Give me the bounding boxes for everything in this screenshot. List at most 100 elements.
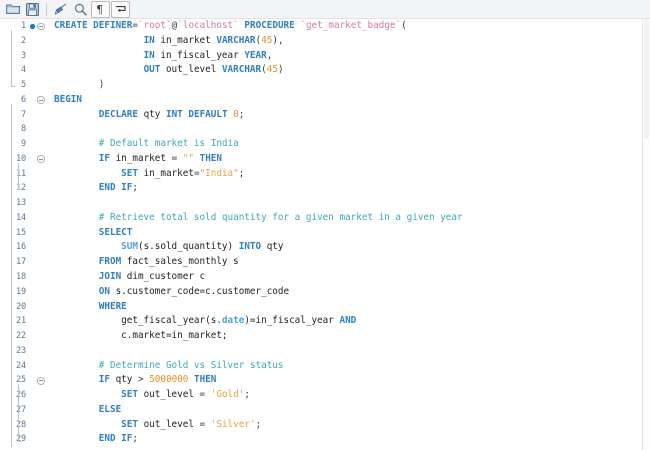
code-line-text[interactable]: END IF; [52,181,138,196]
line-gutter-markers[interactable] [30,240,52,255]
line-gutter-markers[interactable] [30,49,52,64]
code-line[interactable]: 10 IF in_market = "" THEN [0,152,650,167]
code-line[interactable]: 22 c.market=in_market; [0,329,650,344]
line-gutter-markers[interactable] [30,137,52,152]
line-gutter-markers[interactable] [30,181,52,196]
code-line[interactable]: 21 get_fiscal_year(s.date)=in_fiscal_yea… [0,314,650,329]
line-gutter-markers[interactable] [30,122,52,137]
code-line[interactable]: 7 DECLARE qty INT DEFAULT 0; [0,108,650,123]
line-gutter-markers[interactable] [30,270,52,285]
code-line-text[interactable]: CREATE DEFINER=`root`@`localhost` PROCED… [52,19,407,34]
line-gutter-markers[interactable] [30,78,52,93]
code-line-text[interactable]: # Retrieve total sold quantity for a giv… [52,211,463,226]
code-line-text[interactable]: SET out_level = 'Gold'; [52,388,250,403]
find-button[interactable] [71,1,90,18]
line-gutter-markers[interactable] [30,226,52,241]
line-gutter-markers[interactable] [30,359,52,374]
line-gutter-markers[interactable] [30,285,52,300]
code-line-text[interactable]: c.market=in_market; [52,329,227,344]
line-gutter-markers[interactable] [30,314,52,329]
code-line[interactable]: 29 END IF; [0,432,650,447]
code-line-text[interactable]: IF qty > 5000000 THEN [52,373,217,388]
beautify-query-button[interactable] [51,1,70,18]
line-gutter-markers[interactable] [30,63,52,78]
fold-toggle-icon[interactable] [37,155,45,164]
code-line-text[interactable]: END IF; [52,432,138,447]
line-gutter-markers[interactable] [30,93,52,108]
code-line-text[interactable]: ELSE [52,403,121,418]
open-file-button[interactable] [3,1,22,18]
code-line-text[interactable]: # Determine Gold vs Silver status [52,359,284,374]
code-line-text[interactable]: # Default market is India [52,137,239,152]
code-line[interactable]: 5 ) [0,78,650,93]
line-gutter-markers[interactable] [30,403,52,418]
code-line[interactable]: 11 SET in_market="India"; [0,167,650,182]
code-line[interactable]: 18 JOIN dim_customer c [0,270,650,285]
code-line[interactable]: 8 [0,122,650,137]
code-line[interactable]: 25 IF qty > 5000000 THEN [0,373,650,388]
line-gutter-markers[interactable] [30,329,52,344]
code-line[interactable]: 26 SET out_level = 'Gold'; [0,388,650,403]
code-line-text[interactable]: WHERE [52,300,127,315]
code-line-text[interactable]: IN in_fiscal_year YEAR, [52,49,273,64]
code-line-text[interactable]: IN in_market VARCHAR(45), [52,34,284,49]
code-line-text[interactable]: SET in_market="India"; [52,167,244,182]
line-gutter-markers[interactable] [30,300,52,315]
code-line[interactable]: 9 # Default market is India [0,137,650,152]
code-line[interactable]: 28 SET out_level = 'Silver'; [0,418,650,433]
code-line[interactable]: 13 [0,196,650,211]
line-gutter-markers[interactable] [30,196,52,211]
fold-toggle-icon[interactable] [37,376,45,385]
code-line-text[interactable]: SET out_level = 'Silver'; [52,418,261,433]
code-line[interactable]: 14 # Retrieve total sold quantity for a … [0,211,650,226]
line-gutter-markers[interactable] [30,19,52,34]
code-line-text[interactable]: ON s.customer_code=c.customer_code [52,285,289,300]
code-line[interactable]: 4 OUT out_level VARCHAR(45) [0,63,650,78]
save-file-button[interactable] [23,1,42,18]
line-gutter-markers[interactable] [30,167,52,182]
toggle-word-wrap-button[interactable] [111,0,130,18]
code-line[interactable]: 16 SUM(s.sold_quantity) INTO qty [0,240,650,255]
line-gutter-markers[interactable] [30,373,52,388]
fold-toggle-icon[interactable] [37,22,45,31]
code-line[interactable]: 12 END IF; [0,181,650,196]
code-line[interactable]: 23 [0,344,650,359]
code-line[interactable]: 17 FROM fact_sales_monthly s [0,255,650,270]
vertical-scrollbar-thumb[interactable] [644,19,649,139]
line-gutter-markers[interactable] [30,432,52,447]
line-gutter-markers[interactable] [30,388,52,403]
code-line[interactable]: 3 IN in_fiscal_year YEAR, [0,49,650,64]
code-line-text[interactable]: IF in_market = "" THEN [52,152,222,167]
line-gutter-markers[interactable] [30,152,52,167]
toggle-invisible-chars-button[interactable]: ¶ [91,0,110,18]
code-line[interactable]: 24 # Determine Gold vs Silver status [0,359,650,374]
bookmark-dot-icon[interactable] [30,24,35,29]
code-line-text[interactable]: FROM fact_sales_monthly s [52,255,239,270]
vertical-scrollbar[interactable] [642,19,650,450]
code-line-text[interactable]: get_fiscal_year(s.date)=in_fiscal_year A… [52,314,356,329]
code-line-text[interactable]: BEGIN [52,93,82,108]
code-line-text[interactable]: SELECT [52,226,133,241]
line-gutter-markers[interactable] [30,108,52,123]
code-line-text[interactable]: SUM(s.sold_quantity) INTO qty [52,240,283,255]
code-line-text[interactable]: JOIN dim_customer c [52,270,205,285]
line-gutter-markers[interactable] [30,34,52,49]
code-line[interactable]: 20 WHERE [0,300,650,315]
line-gutter-markers[interactable] [30,344,52,359]
fold-toggle-icon[interactable] [37,96,45,105]
line-gutter-markers[interactable] [30,211,52,226]
code-line[interactable]: 27 ELSE [0,403,650,418]
code-line[interactable]: 2 IN in_market VARCHAR(45), [0,34,650,49]
code-line[interactable]: 19 ON s.customer_code=c.customer_code [0,285,650,300]
code-line[interactable]: 15 SELECT [0,226,650,241]
line-gutter-markers[interactable] [30,255,52,270]
code-line-text[interactable]: OUT out_level VARCHAR(45) [52,63,284,78]
line-gutter-markers[interactable] [30,418,52,433]
code-line-text[interactable]: ) [52,78,105,93]
code-line-text[interactable]: DECLARE qty INT DEFAULT 0; [52,108,245,123]
